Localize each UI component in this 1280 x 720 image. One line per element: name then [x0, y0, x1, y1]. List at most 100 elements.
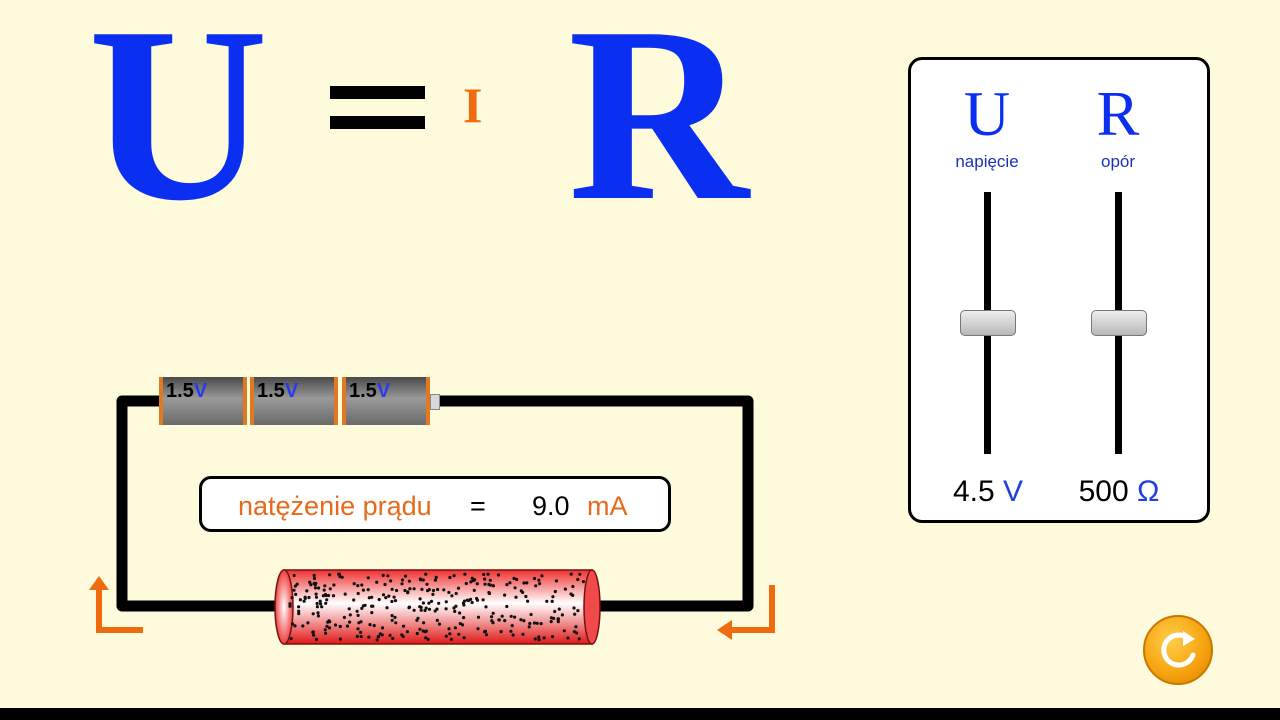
charge-particle [400, 582, 404, 586]
charge-particle [526, 599, 530, 603]
charge-particle [322, 588, 326, 592]
charge-particle [576, 609, 580, 613]
charge-particle [483, 630, 487, 634]
charge-particle [537, 638, 541, 642]
charge-particle [383, 582, 387, 587]
charge-particle [301, 624, 305, 628]
charge-particle [462, 603, 466, 607]
charge-particle [421, 629, 425, 633]
charge-particle [370, 604, 374, 608]
charge-particle [348, 613, 352, 617]
charge-particle [500, 614, 504, 618]
charge-particle [488, 583, 492, 587]
charge-particle [400, 633, 404, 637]
charge-particle [431, 592, 435, 597]
charge-particle [311, 612, 315, 616]
charge-particle [359, 620, 363, 624]
resistance-slider-thumb[interactable] [1090, 310, 1147, 336]
charge-particle [360, 583, 364, 587]
charge-particle [403, 588, 407, 593]
charge-particle [342, 615, 346, 620]
charge-particle [415, 618, 419, 622]
charge-particle [421, 601, 425, 605]
charge-particle [319, 602, 323, 606]
charge-particle [356, 613, 360, 618]
charge-particle [407, 605, 412, 609]
charge-particle [551, 595, 555, 599]
charge-particle [393, 615, 397, 620]
charge-particle [509, 614, 513, 618]
charge-particle [390, 618, 394, 623]
voltage-caption: napięcie [955, 152, 1019, 171]
charge-particle [298, 598, 302, 602]
charge-particle [289, 637, 293, 641]
wire-right [438, 395, 754, 612]
charge-particle [490, 615, 494, 619]
charge-particle [464, 581, 468, 586]
charge-particle [532, 576, 537, 581]
charge-particle [569, 572, 573, 576]
charge-particle [577, 637, 581, 641]
charge-particle [297, 609, 301, 613]
charge-particle [318, 599, 322, 603]
battery: 1.5V [342, 377, 430, 425]
charge-particle [482, 572, 486, 577]
resistance-unit: Ω [1136, 475, 1160, 508]
charge-particle [424, 606, 428, 610]
charge-particle [522, 619, 526, 623]
charge-particle [453, 609, 457, 614]
charge-particle [471, 579, 475, 583]
charge-particle [384, 596, 388, 600]
charge-particle [345, 624, 350, 628]
charge-particle [366, 576, 370, 580]
charge-particle [324, 601, 328, 605]
charge-particle [447, 627, 451, 631]
charge-particle [405, 630, 409, 634]
charge-particle [380, 626, 385, 630]
reset-button[interactable] [1143, 615, 1213, 685]
voltage-readout: 4.5 V [918, 475, 1058, 509]
charge-particle [537, 635, 541, 639]
battery-value: 1.5 [349, 380, 377, 402]
charge-particle [370, 611, 374, 615]
charge-particle [447, 590, 451, 595]
charge-particle [403, 574, 408, 578]
charge-particle [465, 598, 469, 602]
current-label: natężenie prądu [238, 491, 432, 521]
charge-particle [326, 593, 331, 598]
charge-particle [333, 623, 338, 627]
charge-particle [452, 574, 456, 578]
charge-particle [308, 580, 312, 584]
charge-particle [370, 595, 374, 599]
charge-particle [332, 583, 336, 587]
charge-particle [458, 622, 462, 626]
charge-particle [418, 627, 422, 631]
charge-particle [486, 572, 490, 576]
charge-particle [292, 588, 296, 592]
charge-particle [307, 595, 311, 600]
charge-particle [578, 572, 582, 576]
charge-particle [368, 623, 372, 627]
charge-particle [476, 615, 481, 619]
charge-particle [557, 607, 561, 611]
charge-particle [469, 580, 473, 584]
charge-particle [549, 620, 553, 624]
charge-particle [512, 576, 516, 581]
charge-particle [356, 627, 360, 631]
charge-particle [337, 572, 342, 576]
voltage-value: 4.5 [952, 475, 995, 508]
charge-particle [450, 594, 454, 598]
charge-particle [522, 581, 526, 585]
battery-terminal [430, 394, 440, 410]
charge-particle [423, 608, 427, 613]
charge-particle [427, 607, 432, 611]
charge-particle [424, 572, 428, 576]
battery-value: 1.5 [166, 380, 194, 402]
charge-particle [372, 624, 376, 628]
charge-particle [331, 594, 336, 598]
voltage-slider-thumb[interactable] [959, 310, 1016, 336]
charge-particle [352, 598, 356, 602]
charge-particle [325, 624, 329, 629]
